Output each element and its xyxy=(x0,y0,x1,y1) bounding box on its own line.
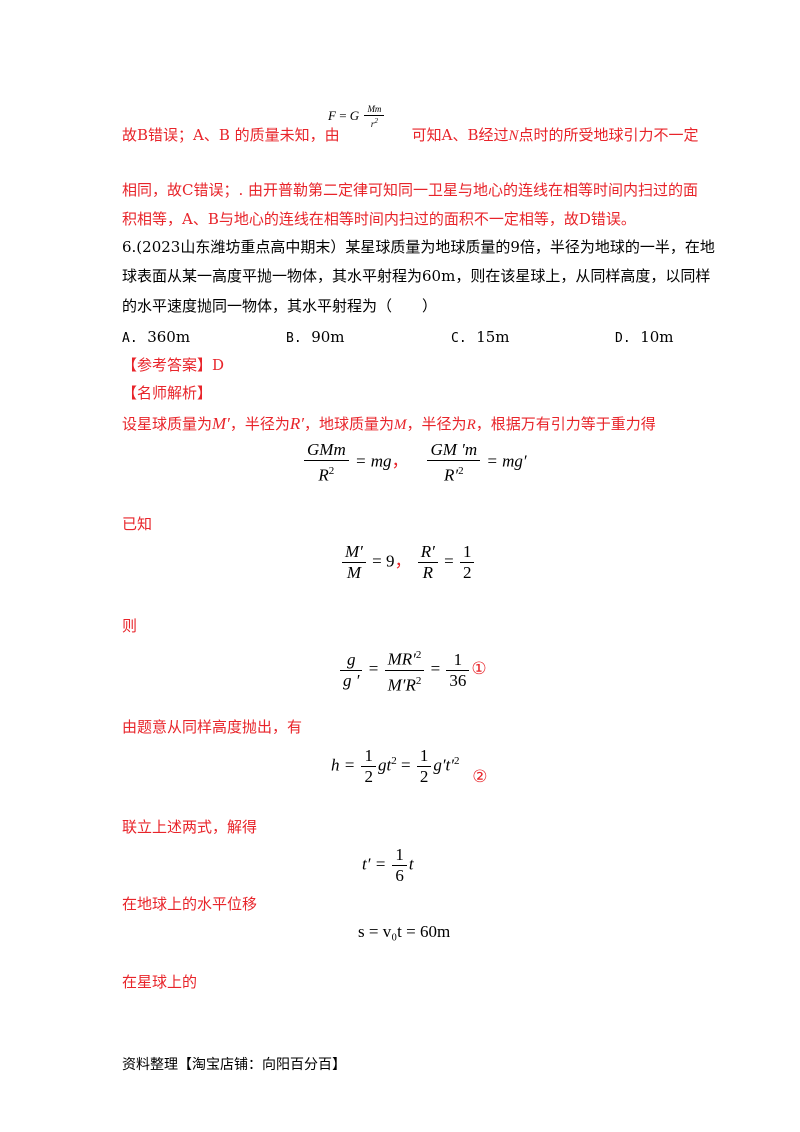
text-line-1-n: N xyxy=(508,128,519,144)
formula-eq: = xyxy=(339,107,347,123)
formula-lhs: F xyxy=(328,107,336,123)
marker-2: ② xyxy=(472,767,488,788)
combine-label: 联立上述两式，解得 xyxy=(122,818,258,836)
question-line-3: 的水平速度抛同一物体，其水平射程为（ ） xyxy=(122,297,438,315)
on-star-label: 在星球上的 xyxy=(122,973,198,991)
answer-label: 【参考答案】D xyxy=(122,356,225,374)
option-c: C. 15m xyxy=(451,328,510,346)
text-line-1-a: 故B错误；A、B 的质量未知，由 xyxy=(122,126,340,144)
option-a: A. 360m xyxy=(122,328,191,346)
question-line-2: 球表面从某一高度平抛一物体，其水平射程为60m，则在该星球上，从同样高度，以同样 xyxy=(122,267,711,285)
formula-den: r xyxy=(370,119,375,129)
formula-fraction: Mm r2 xyxy=(364,104,385,130)
option-d: D. 10m xyxy=(615,328,674,346)
footer-text: 资料整理【淘宝店铺：向阳百分百】 xyxy=(122,1057,346,1073)
formula-num: Mm xyxy=(364,104,385,116)
question-line-1: 6.(2023山东潍坊重点高中期末）某星球质量为地球质量的9倍，半径为地球的一半… xyxy=(122,238,715,256)
text-line-2: 相同，故C错误；. 由开普勒第二定律可知同一卫星与地心的连线在相等时间内扫过的面 xyxy=(122,181,699,199)
known-label: 已知 xyxy=(122,515,153,533)
setup-line: 设星球质量为M′，半径为R′，地球质量为M，半径为R，根据万有引力等于重力得 xyxy=(122,414,656,433)
text-line-1: 故B错误；A、B 的质量未知，由 可知A、B经过N点时的所受地球引力不一定 xyxy=(122,125,699,146)
text-line-1-c: 点时的所受地球引力不一定 xyxy=(518,126,699,144)
earth-disp-label: 在地球上的水平位移 xyxy=(122,895,258,913)
gravitation-formula: F = G Mm r2 xyxy=(328,104,386,130)
formula-g: G xyxy=(349,107,360,123)
from-problem-label: 由题意从同样高度抛出，有 xyxy=(122,718,303,736)
equation-6: s = v₀t = 60m xyxy=(358,922,451,941)
text-line-3: 积相等，A、B与地心的连线在相等时间内扫过的面积不一定相等，故D错误。 xyxy=(122,210,636,228)
then-label: 则 xyxy=(122,617,138,635)
marker-1: ① xyxy=(471,659,487,680)
option-b: B. 90m xyxy=(286,328,345,346)
text-line-1-b: 可知A、B经过 xyxy=(411,126,509,144)
analysis-title: 【名师解析】 xyxy=(122,384,213,402)
